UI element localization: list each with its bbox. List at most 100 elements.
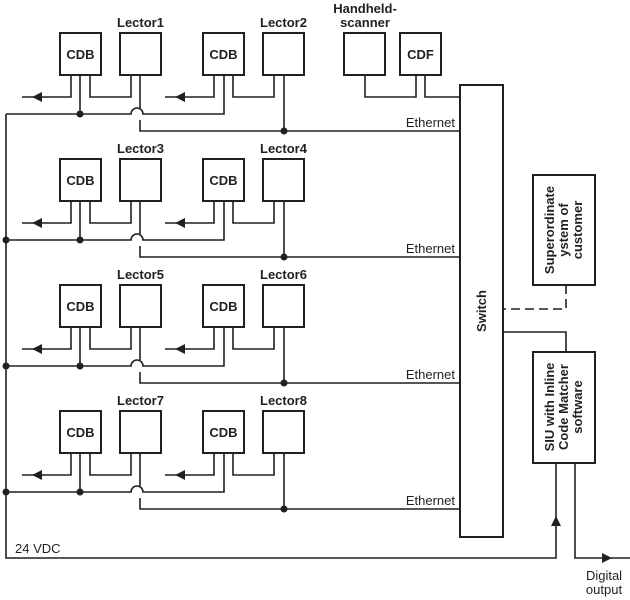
cdb-lector-link <box>89 453 132 476</box>
output-arrow <box>32 92 42 102</box>
cdb-lector-link <box>89 201 132 224</box>
cdb-box <box>202 284 245 328</box>
lector-box <box>262 158 305 202</box>
lector-label: Lector2 <box>260 15 307 30</box>
ethernet-line <box>139 201 460 258</box>
junction-dot <box>280 253 288 261</box>
ethernet-line <box>139 75 460 132</box>
output-arrow <box>175 470 185 480</box>
junction-dot <box>76 236 84 244</box>
digital-output-label-2: output <box>586 582 623 597</box>
lector-label: Lector4 <box>260 141 308 156</box>
output-arrow <box>32 470 42 480</box>
output-stub <box>22 453 72 476</box>
power-branch <box>6 327 225 367</box>
lector-label: Lector8 <box>260 393 307 408</box>
switch-label: Switch <box>474 290 489 332</box>
cdb-box <box>59 410 102 454</box>
power-branch <box>6 75 225 115</box>
superordinate-system-box <box>532 174 596 286</box>
power-bus <box>5 114 557 559</box>
digital-output-label-1: Digital <box>586 568 622 583</box>
cdb-lector-link <box>232 327 275 350</box>
power-branch <box>6 453 225 493</box>
superordinate-label-3: customer <box>570 201 585 260</box>
ethernet-label: Ethernet <box>406 493 456 508</box>
lector-label: Lector6 <box>260 267 307 282</box>
output-arrow <box>175 92 185 102</box>
digital-output-arrow <box>602 553 612 563</box>
lector-box <box>119 284 162 328</box>
cdb-box <box>59 284 102 328</box>
switch-box <box>459 84 504 538</box>
output-arrow <box>32 344 42 354</box>
cdb-lector-link <box>89 327 132 350</box>
output-stub <box>165 453 215 476</box>
handheld-label-2: scanner <box>340 15 390 30</box>
superordinate-label-2: ystem of <box>556 203 571 257</box>
siu-box <box>532 351 596 464</box>
cdf-switch-link <box>424 75 460 98</box>
ethernet-line <box>139 453 460 510</box>
junction-dot <box>76 488 84 496</box>
output-stub <box>22 327 72 350</box>
output-stub <box>165 327 215 350</box>
ethernet-label: Ethernet <box>406 367 456 382</box>
cdb-label: CDB <box>66 47 94 62</box>
switch-siu-link <box>503 331 567 352</box>
superordinate-label-1: Superordinate <box>542 186 557 274</box>
lector-box <box>262 410 305 454</box>
superordinate-dashed-link <box>503 285 567 310</box>
lector-box <box>119 410 162 454</box>
ethernet-label: Ethernet <box>406 115 456 130</box>
power-arrow <box>551 516 561 526</box>
lector-box <box>262 32 305 76</box>
output-stub <box>165 75 215 98</box>
siu-label-3: software <box>570 380 585 433</box>
junction-dot <box>76 110 84 118</box>
output-stub <box>165 201 215 224</box>
output-arrow <box>175 218 185 228</box>
cdf-box <box>399 32 442 76</box>
cdb-label: CDB <box>66 299 94 314</box>
lector-box <box>119 32 162 76</box>
ethernet-line <box>139 327 460 384</box>
cdb-label: CDB <box>209 299 237 314</box>
cdb-box <box>202 410 245 454</box>
junction-dot <box>280 379 288 387</box>
output-stub <box>22 201 72 224</box>
siu-label-2: Code Matcher <box>556 364 571 450</box>
cdb-lector-link <box>232 201 275 224</box>
cdb-box <box>202 158 245 202</box>
digital-output-line <box>574 463 630 559</box>
lector-box <box>119 158 162 202</box>
lector-label: Lector3 <box>117 141 164 156</box>
output-arrow <box>32 218 42 228</box>
junction-dot <box>76 362 84 370</box>
cdb-lector-link <box>89 75 132 98</box>
lector-label: Lector5 <box>117 267 164 282</box>
cdb-lector-link <box>232 453 275 476</box>
handheld-cdf-link <box>364 75 417 98</box>
ethernet-label: Ethernet <box>406 241 456 256</box>
cdb-box <box>59 158 102 202</box>
handheld-label-1: Handheld- <box>333 1 397 16</box>
cdb-label: CDB <box>209 47 237 62</box>
junction-dot <box>280 505 288 513</box>
output-stub <box>22 75 72 98</box>
lector-label: Lector1 <box>117 15 164 30</box>
cdb-lector-link <box>232 75 275 98</box>
lector-box <box>262 284 305 328</box>
output-arrow <box>175 344 185 354</box>
junction-dot <box>280 127 288 135</box>
power-label: 24 VDC <box>15 541 61 556</box>
cdb-label: CDB <box>66 173 94 188</box>
power-branch <box>6 201 225 241</box>
cdb-label: CDB <box>209 425 237 440</box>
cdb-label: CDB <box>66 425 94 440</box>
